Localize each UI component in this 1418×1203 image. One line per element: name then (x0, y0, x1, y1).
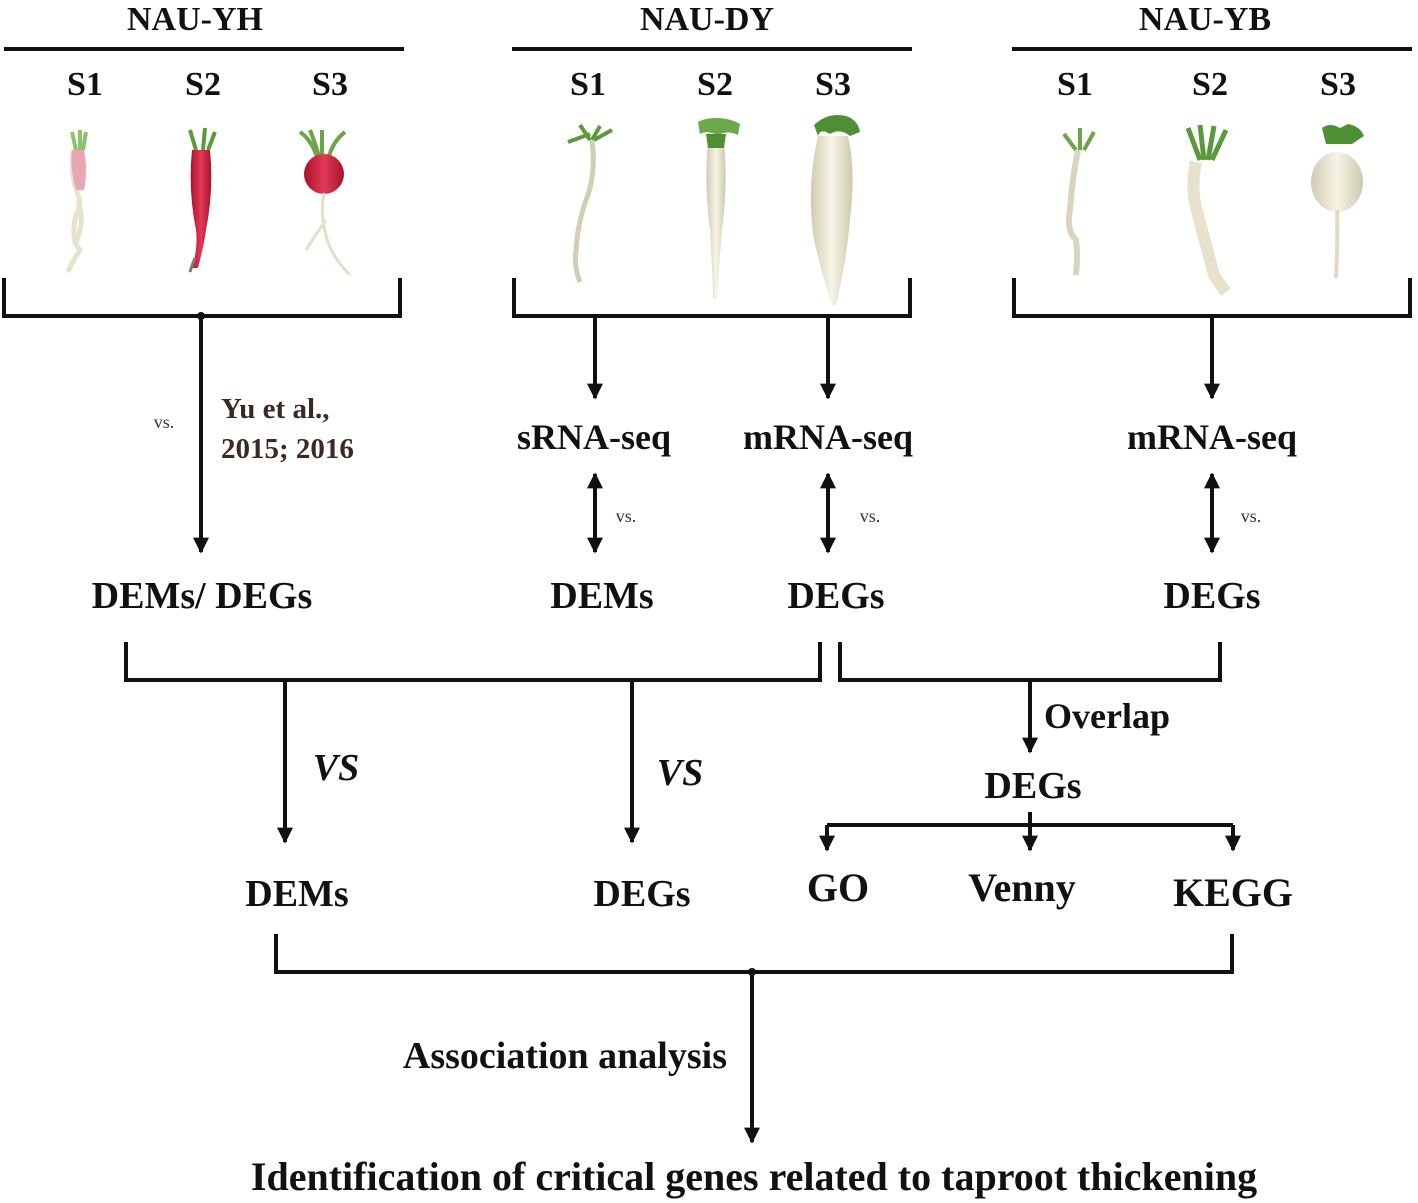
stage-label-yb-s2: S2 (1192, 66, 1228, 103)
vs-label-mrna-yb: vs. (1241, 506, 1262, 526)
reference-line-2: 2015; 2016 (221, 433, 354, 465)
stage-label-yh-s2: S2 (185, 66, 221, 103)
vs-italic-label-2: VS (657, 752, 703, 794)
dems-degs-label: DEMs/ DEGs (92, 575, 313, 617)
radish-image-yb-s2 (1185, 124, 1231, 296)
bracket-association (274, 934, 1234, 974)
bracket-yh (2, 278, 402, 318)
radish-image-yb-s1 (1062, 128, 1096, 276)
junction-dot (197, 312, 205, 320)
bracket-comparison (124, 642, 822, 682)
cultivar-title-yb: NAU-YB (1139, 1, 1271, 38)
radish-image-dy-s2 (698, 118, 740, 298)
stage-label-yh-s3: S3 (312, 66, 348, 103)
stage-label-yb-s1: S1 (1057, 66, 1093, 103)
degs-label-dy: DEGs (787, 575, 884, 617)
junction-dot (748, 968, 756, 976)
vs-label-mrna-dy: vs. (860, 506, 881, 526)
reference-line-1: Yu et al., (221, 393, 330, 425)
go-label: GO (807, 865, 869, 910)
final-conclusion-label: Identification of critical genes related… (251, 1154, 1257, 1199)
srna-seq-label: sRNA-seq (517, 417, 671, 457)
overlap-label: Overlap (1044, 696, 1170, 736)
radish-image-yb-s3 (1311, 124, 1364, 279)
stage-label-yb-s3: S3 (1320, 66, 1356, 103)
kegg-label: KEGG (1173, 870, 1293, 915)
dems-final-label: DEMs (245, 873, 348, 915)
radish-image-dy-s1 (567, 123, 613, 283)
bracket-overlap (838, 642, 1222, 682)
radish-image-yh-s3 (298, 129, 352, 277)
association-analysis-label: Association analysis (403, 1035, 727, 1077)
bracket-dy (512, 278, 912, 318)
stage-label-dy-s1: S1 (570, 66, 606, 103)
degs-final-label: DEGs (593, 873, 690, 915)
dems-label-dy: DEMs (550, 575, 653, 617)
radish-image-dy-s3 (810, 115, 860, 305)
bracket-yb (1012, 278, 1412, 318)
cultivar-title-dy: NAU-DY (640, 1, 774, 38)
radish-image-yh-s2 (188, 127, 217, 273)
mrna-seq-label-dy: mRNA-seq (743, 417, 913, 457)
vs-label-yh: vs. (154, 412, 175, 432)
venny-label: Venny (968, 865, 1075, 910)
degs-overlap-label: DEGs (984, 765, 1081, 807)
vs-italic-label-1: VS (313, 747, 359, 789)
degs-label-yb: DEGs (1163, 575, 1260, 617)
stage-label-dy-s3: S3 (815, 66, 851, 103)
cultivar-title-yh: NAU-YH (127, 1, 263, 38)
radish-image-yh-s1 (65, 130, 88, 273)
stage-label-yh-s1: S1 (67, 66, 103, 103)
vs-label-srna: vs. (616, 506, 637, 526)
stage-label-dy-s2: S2 (697, 66, 733, 103)
mrna-seq-label-yb: mRNA-seq (1127, 417, 1297, 457)
